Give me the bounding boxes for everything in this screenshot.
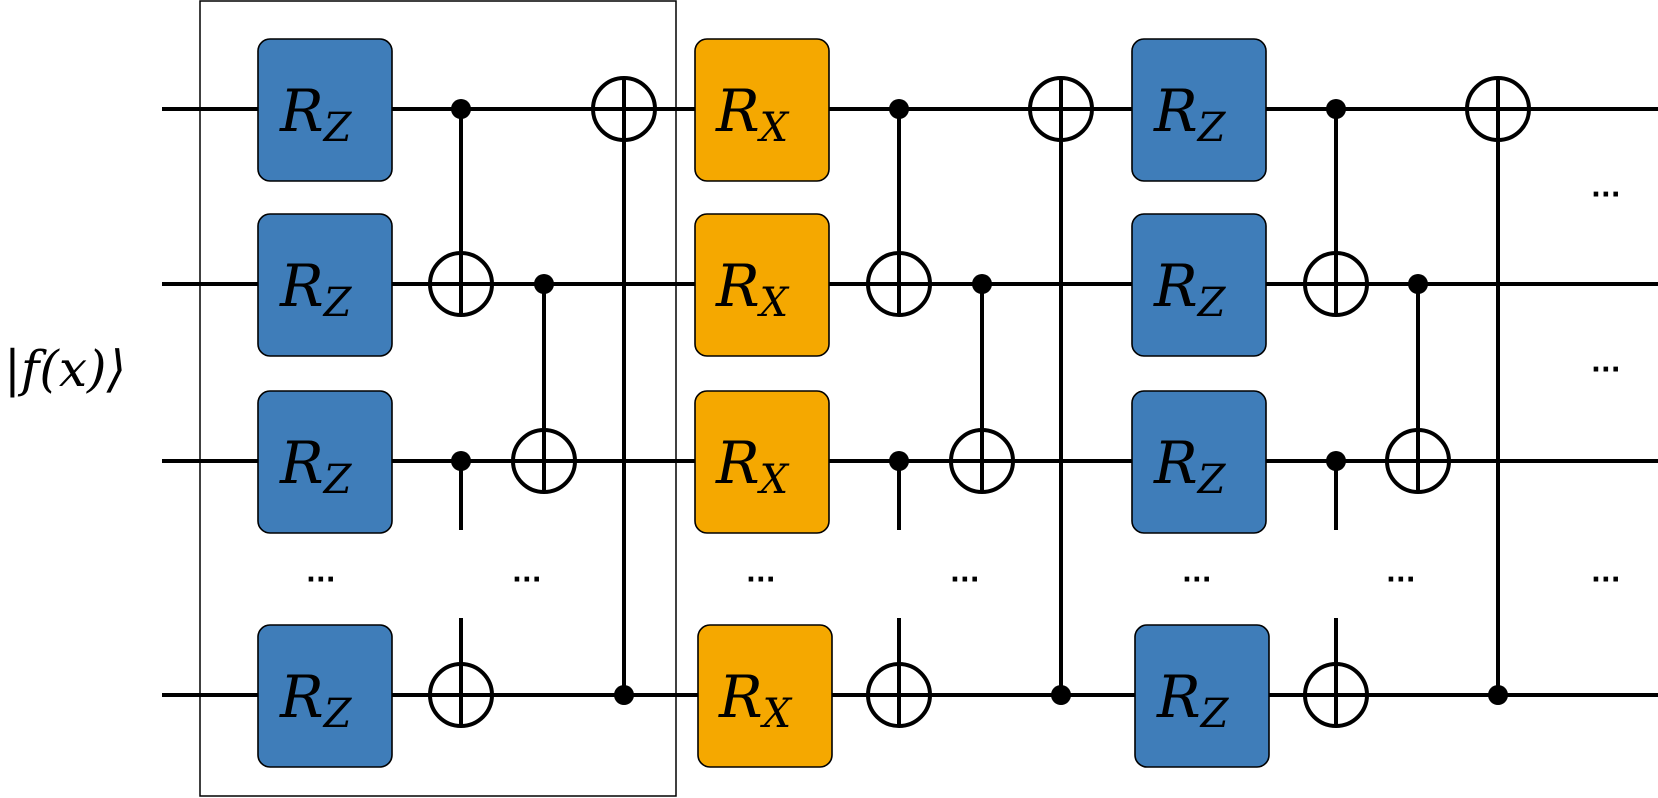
ellipsis: ··· <box>1591 180 1621 210</box>
target-xor <box>1028 76 1094 142</box>
svg-text:RZ: RZ <box>279 663 353 737</box>
gate-subscript: Z <box>322 280 353 326</box>
cnot-gate <box>1303 99 1369 317</box>
gate-subscript: Z <box>1196 280 1227 326</box>
rx-gate: RX <box>694 213 830 357</box>
gate-subscript: Z <box>322 691 353 737</box>
ellipsis: ··· <box>306 565 336 595</box>
ellipsis: ··· <box>1591 565 1621 595</box>
rz-gate: RZ <box>1131 390 1267 534</box>
control-dot <box>889 99 909 119</box>
target-xor <box>1303 662 1369 728</box>
cnot-gate <box>428 99 494 317</box>
control-dot <box>534 274 554 294</box>
svg-text:RZ: RZ <box>279 252 353 326</box>
cnot-gate-partial <box>428 451 494 728</box>
control-dot <box>1408 274 1428 294</box>
target-xor <box>428 662 494 728</box>
gate-label: R <box>715 429 760 497</box>
layer-1: RZ RZ RZ RZ <box>257 38 657 768</box>
rx-gate: RX <box>694 390 830 534</box>
control-dot <box>451 99 471 119</box>
svg-text:RZ: RZ <box>1153 429 1227 503</box>
gate-label: R <box>279 77 324 145</box>
cnot-gate <box>591 76 657 705</box>
ellipsis: ··· <box>1386 565 1416 595</box>
ellipsis: ··· <box>1591 355 1621 385</box>
svg-text:RX: RX <box>715 252 790 326</box>
control-dot <box>1488 685 1508 705</box>
rz-gate: RZ <box>1131 38 1267 182</box>
gate-subscript: Z <box>1196 105 1227 151</box>
rz-gate: RZ <box>257 390 393 534</box>
gate-subscript: X <box>757 280 790 326</box>
layer-3: RZ RZ RZ RZ <box>1131 38 1531 768</box>
cnot-gate-partial <box>866 451 932 728</box>
control-dot <box>1051 685 1071 705</box>
gate-subscript: Z <box>1196 457 1227 503</box>
control-dot <box>972 274 992 294</box>
svg-text:RZ: RZ <box>279 429 353 503</box>
gate-label: R <box>1153 77 1198 145</box>
gate-subscript: Z <box>1199 691 1230 737</box>
gate-label: R <box>279 663 324 731</box>
gate-label: R <box>279 252 324 320</box>
svg-text:RX: RX <box>715 429 790 503</box>
rx-gate: RX <box>694 38 830 182</box>
rz-gate: RZ <box>1131 213 1267 357</box>
cnot-gate <box>511 274 577 494</box>
rz-gate: RZ <box>257 213 393 357</box>
svg-text:RZ: RZ <box>1153 252 1227 326</box>
gate-label: R <box>1153 429 1198 497</box>
rz-gate: RZ <box>1134 624 1270 768</box>
gate-label: R <box>279 429 324 497</box>
rx-gate: RX <box>697 624 833 768</box>
ellipsis: ··· <box>746 565 776 595</box>
target-xor <box>1465 76 1531 142</box>
gate-label: R <box>1153 252 1198 320</box>
target-xor <box>591 76 657 142</box>
svg-text:RX: RX <box>715 77 790 151</box>
gate-subscript: Z <box>322 105 353 151</box>
target-xor <box>866 662 932 728</box>
rz-gate: RZ <box>257 624 393 768</box>
layer-2: RX RX RX RX <box>694 38 1094 768</box>
layer-frame <box>199 0 677 797</box>
svg-text:RZ: RZ <box>1156 663 1230 737</box>
svg-text:RZ: RZ <box>279 77 353 151</box>
cnot-gate <box>866 99 932 317</box>
cnot-gate <box>949 274 1015 494</box>
svg-text:RX: RX <box>718 663 793 737</box>
gate-label: R <box>718 663 763 731</box>
continuation-ellipses: ··· ··· ··· <box>1591 180 1621 595</box>
cnot-gate <box>1465 76 1531 705</box>
ellipsis: ··· <box>1182 565 1212 595</box>
gate-label: R <box>715 77 760 145</box>
gate-subscript: X <box>757 105 790 151</box>
svg-text:RZ: RZ <box>1153 77 1227 151</box>
ellipsis: ··· <box>512 565 542 595</box>
gate-subscript: Z <box>322 457 353 503</box>
control-dot <box>1326 99 1346 119</box>
gate-subscript: X <box>757 457 790 503</box>
gate-label: R <box>1156 663 1201 731</box>
input-state-label: |f(x)⟩ <box>4 340 126 398</box>
cnot-gate-partial <box>1303 451 1369 728</box>
control-dot <box>614 685 634 705</box>
gate-label: R <box>715 252 760 320</box>
cnot-gate <box>1385 274 1451 494</box>
gate-subscript: X <box>760 691 793 737</box>
ellipsis: ··· <box>950 565 980 595</box>
rz-gate: RZ <box>257 38 393 182</box>
cnot-gate <box>1028 76 1094 705</box>
